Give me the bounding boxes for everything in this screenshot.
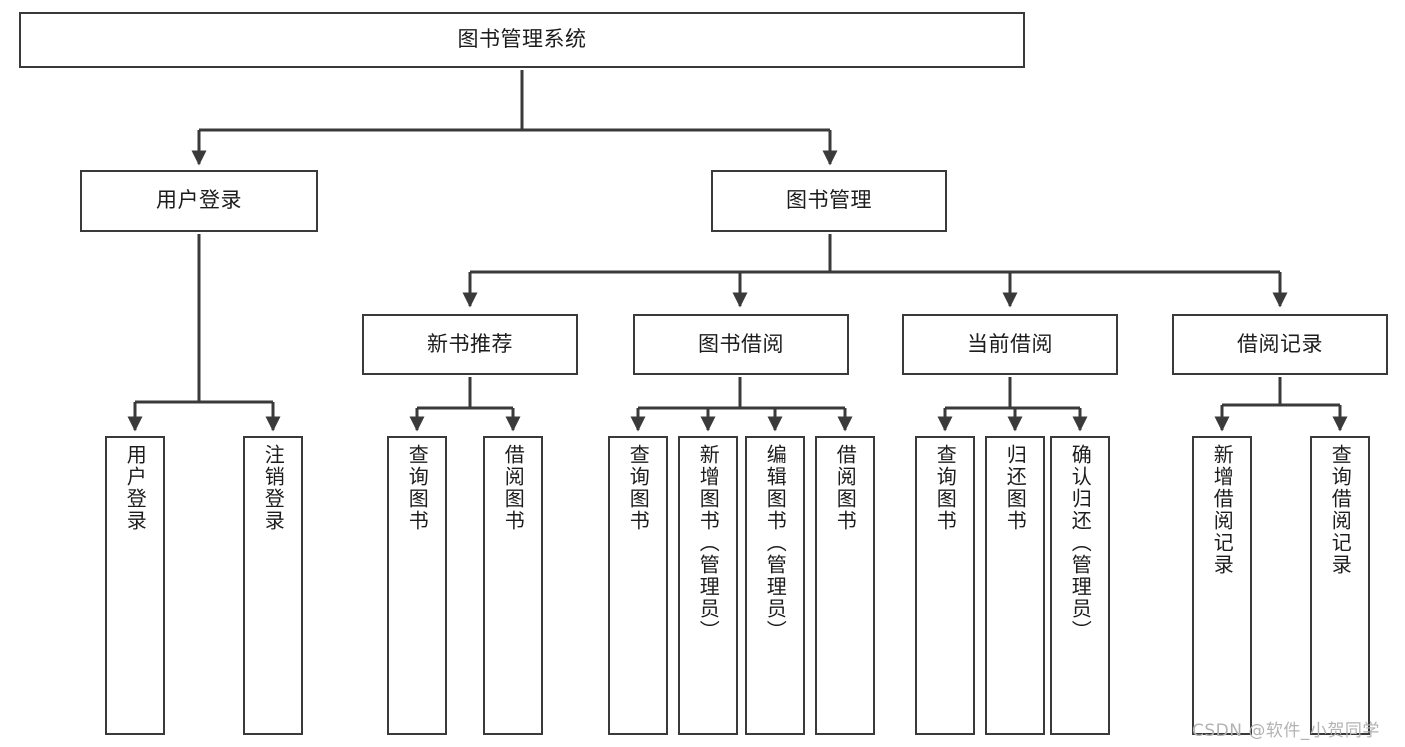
node-book-management[interactable]: 图书管理 (711, 170, 947, 232)
leaf-borrow-record-1[interactable]: 新增借阅记录 (1192, 436, 1252, 735)
leaf-user-login-1[interactable]: 用户登录 (105, 436, 165, 735)
leaf-book-borrow-3-label: 编辑图书（管理员） (763, 444, 788, 642)
leaf-current-borrow-2[interactable]: 归还图书 (985, 436, 1045, 735)
leaf-borrow-record-2[interactable]: 查询借阅记录 (1310, 436, 1370, 735)
leaf-borrow-record-1-label: 新增借阅记录 (1210, 444, 1235, 576)
node-new-book-recommend[interactable]: 新书推荐 (362, 314, 578, 375)
leaf-book-borrow-4[interactable]: 借阅图书 (815, 436, 875, 735)
node-current-borrow[interactable]: 当前借阅 (902, 314, 1118, 375)
leaf-current-borrow-1-label: 查询图书 (933, 444, 958, 532)
node-borrow-record-label: 借阅记录 (1237, 331, 1323, 356)
leaf-book-borrow-2[interactable]: 新增图书（管理员） (678, 436, 738, 735)
leaf-current-borrow-2-label: 归还图书 (1003, 444, 1028, 532)
node-user-login-label: 用户登录 (156, 188, 242, 213)
leaf-borrow-record-2-label: 查询借阅记录 (1328, 444, 1353, 576)
leaf-book-borrow-2-label: 新增图书（管理员） (696, 444, 721, 642)
node-book-borrow-label: 图书借阅 (698, 331, 784, 356)
node-new-book-recommend-label: 新书推荐 (427, 331, 513, 356)
leaf-user-login-2[interactable]: 注销登录 (243, 436, 303, 735)
node-current-borrow-label: 当前借阅 (967, 331, 1053, 356)
leaf-book-borrow-3[interactable]: 编辑图书（管理员） (745, 436, 805, 735)
node-book-borrow[interactable]: 图书借阅 (633, 314, 849, 375)
leaf-book-borrow-1[interactable]: 查询图书 (608, 436, 668, 735)
leaf-current-borrow-1[interactable]: 查询图书 (915, 436, 975, 735)
leaf-new-book-2[interactable]: 借阅图书 (483, 436, 543, 735)
leaf-current-borrow-3-label: 确认归还（管理员） (1068, 444, 1093, 642)
leaf-new-book-1[interactable]: 查询图书 (387, 436, 447, 735)
watermark-csdn: CSDN @软件_小贺同学 (1192, 721, 1380, 741)
leaf-user-login-1-label: 用户登录 (123, 444, 148, 532)
leaf-book-borrow-4-label: 借阅图书 (833, 444, 858, 532)
node-root-label: 图书管理系统 (457, 27, 587, 52)
leaf-new-book-2-label: 借阅图书 (501, 444, 526, 532)
leaf-new-book-1-label: 查询图书 (405, 444, 430, 532)
node-user-login[interactable]: 用户登录 (80, 170, 318, 232)
node-root[interactable]: 图书管理系统 (19, 12, 1025, 68)
leaf-book-borrow-1-label: 查询图书 (626, 444, 651, 532)
node-book-management-label: 图书管理 (786, 188, 872, 213)
node-borrow-record[interactable]: 借阅记录 (1172, 314, 1388, 375)
leaf-user-login-2-label: 注销登录 (261, 444, 286, 532)
leaf-current-borrow-3[interactable]: 确认归还（管理员） (1050, 436, 1110, 735)
